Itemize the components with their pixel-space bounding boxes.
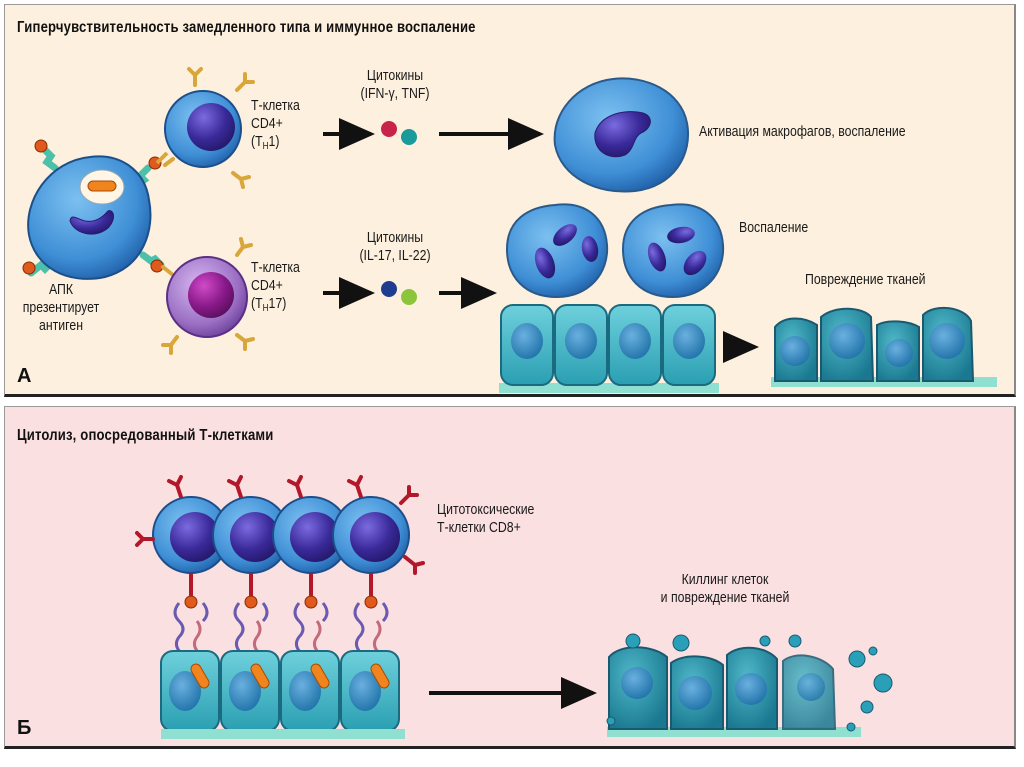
neutrophil (505, 203, 609, 299)
ifn-gamma-molecule (381, 121, 397, 137)
panel-b-letter: Б (17, 717, 32, 739)
th1-cell (163, 67, 255, 189)
epithelial-cell (554, 304, 608, 386)
th17-label: Т-клетка CD4+ (TH17) (251, 259, 300, 318)
killing-label-line: и повреждение тканей (660, 589, 790, 606)
cytokines-th17-label: Цитокины (IL-17, IL-22) (354, 229, 436, 265)
cytokines-title: Цитокины (366, 229, 424, 246)
apc-label: АПК презентирует антиген (20, 281, 102, 335)
th17-cell (161, 237, 255, 355)
macrophage-activation-label: Активация макрофагов, воспаление (699, 123, 906, 140)
tissue-damage-label: Повреждение тканей (805, 271, 926, 288)
panel-a-title: Гиперчувствительность замедленного типа … (17, 19, 476, 36)
apc-th1-connection (155, 151, 169, 165)
epithelial-cell (500, 304, 554, 386)
healthy-epithelium (499, 304, 719, 393)
panel-b-title: Цитолиз, опосредованный Т-клетками (17, 427, 274, 444)
apc-label-line: АПК (48, 281, 74, 298)
panel-a-letter: А (17, 365, 32, 387)
cd8-t-cell (272, 475, 350, 655)
damaged-epithelium (771, 306, 997, 387)
panel-t-cell-cytolysis: Цитолиз, опосредованный Т-клетками (4, 406, 1016, 749)
th1-label-line: CD4+ (251, 115, 283, 132)
apc-cell (22, 139, 165, 280)
th17-suffix: 17) (268, 295, 287, 312)
inflammation-label: Воспаление (739, 219, 809, 236)
apc-label-line: презентирует (22, 299, 100, 316)
cd8-receptor-icon (135, 485, 425, 575)
panel-b-illustration (135, 475, 893, 739)
epithelial-cell (662, 304, 716, 386)
cell-killing-label: Киллинг клеток и повреждение тканей (659, 571, 790, 607)
panel-a-illustration (22, 67, 997, 393)
killed-epithelium (606, 633, 893, 737)
th17-label-line: Т-клетка (251, 259, 300, 276)
cd8-t-cell (332, 475, 410, 655)
activated-macrophage (553, 77, 689, 193)
apc-label-line: антиген (39, 317, 83, 334)
th1-label-line: Т-клетка (251, 97, 300, 114)
epithelial-cell (608, 304, 662, 386)
th17-prefix: (T (251, 295, 263, 312)
cytokines-title: Цитокины (366, 67, 424, 84)
target-epithelial-cell (340, 650, 400, 732)
il17-molecule (381, 281, 397, 297)
il22-molecule (401, 289, 417, 305)
cd8-t-cell (212, 475, 290, 655)
target-epithelial-cell (160, 650, 220, 732)
cytokines-th1-label: Цитокины (IFN-γ, TNF) (354, 67, 436, 103)
th1-suffix: 1) (268, 133, 280, 150)
th17-label-line: (TH17) (251, 295, 300, 318)
killing-label-line: Киллинг клеток (681, 571, 769, 588)
tnf-molecule (401, 129, 417, 145)
th1-label: Т-клетка CD4+ (TH1) (251, 97, 300, 156)
target-epithelial-cell (280, 650, 340, 732)
th1-subscript: H (262, 141, 269, 152)
th17-subscript: H (262, 303, 269, 314)
cd8-t-cell (152, 475, 230, 655)
th1-label-line: (TH1) (251, 133, 300, 156)
cytokines-list: (IFN-γ, TNF) (360, 85, 430, 102)
cytotoxic-t-cells-label: Цитотоксические Т-клетки CD8+ (437, 501, 534, 537)
neutrophil (621, 203, 725, 299)
th1-prefix: (T (251, 133, 263, 150)
target-epithelial-cell (220, 650, 280, 732)
cytotoxic-label-line: Цитотоксические (437, 501, 535, 518)
th17-label-line: CD4+ (251, 277, 283, 294)
panel-delayed-hypersensitivity: Гиперчувствительность замедленного типа … (4, 4, 1016, 397)
cytokines-list: (IL-17, IL-22) (359, 247, 431, 264)
cytotoxic-label-line: Т-клетки CD8+ (437, 519, 521, 536)
